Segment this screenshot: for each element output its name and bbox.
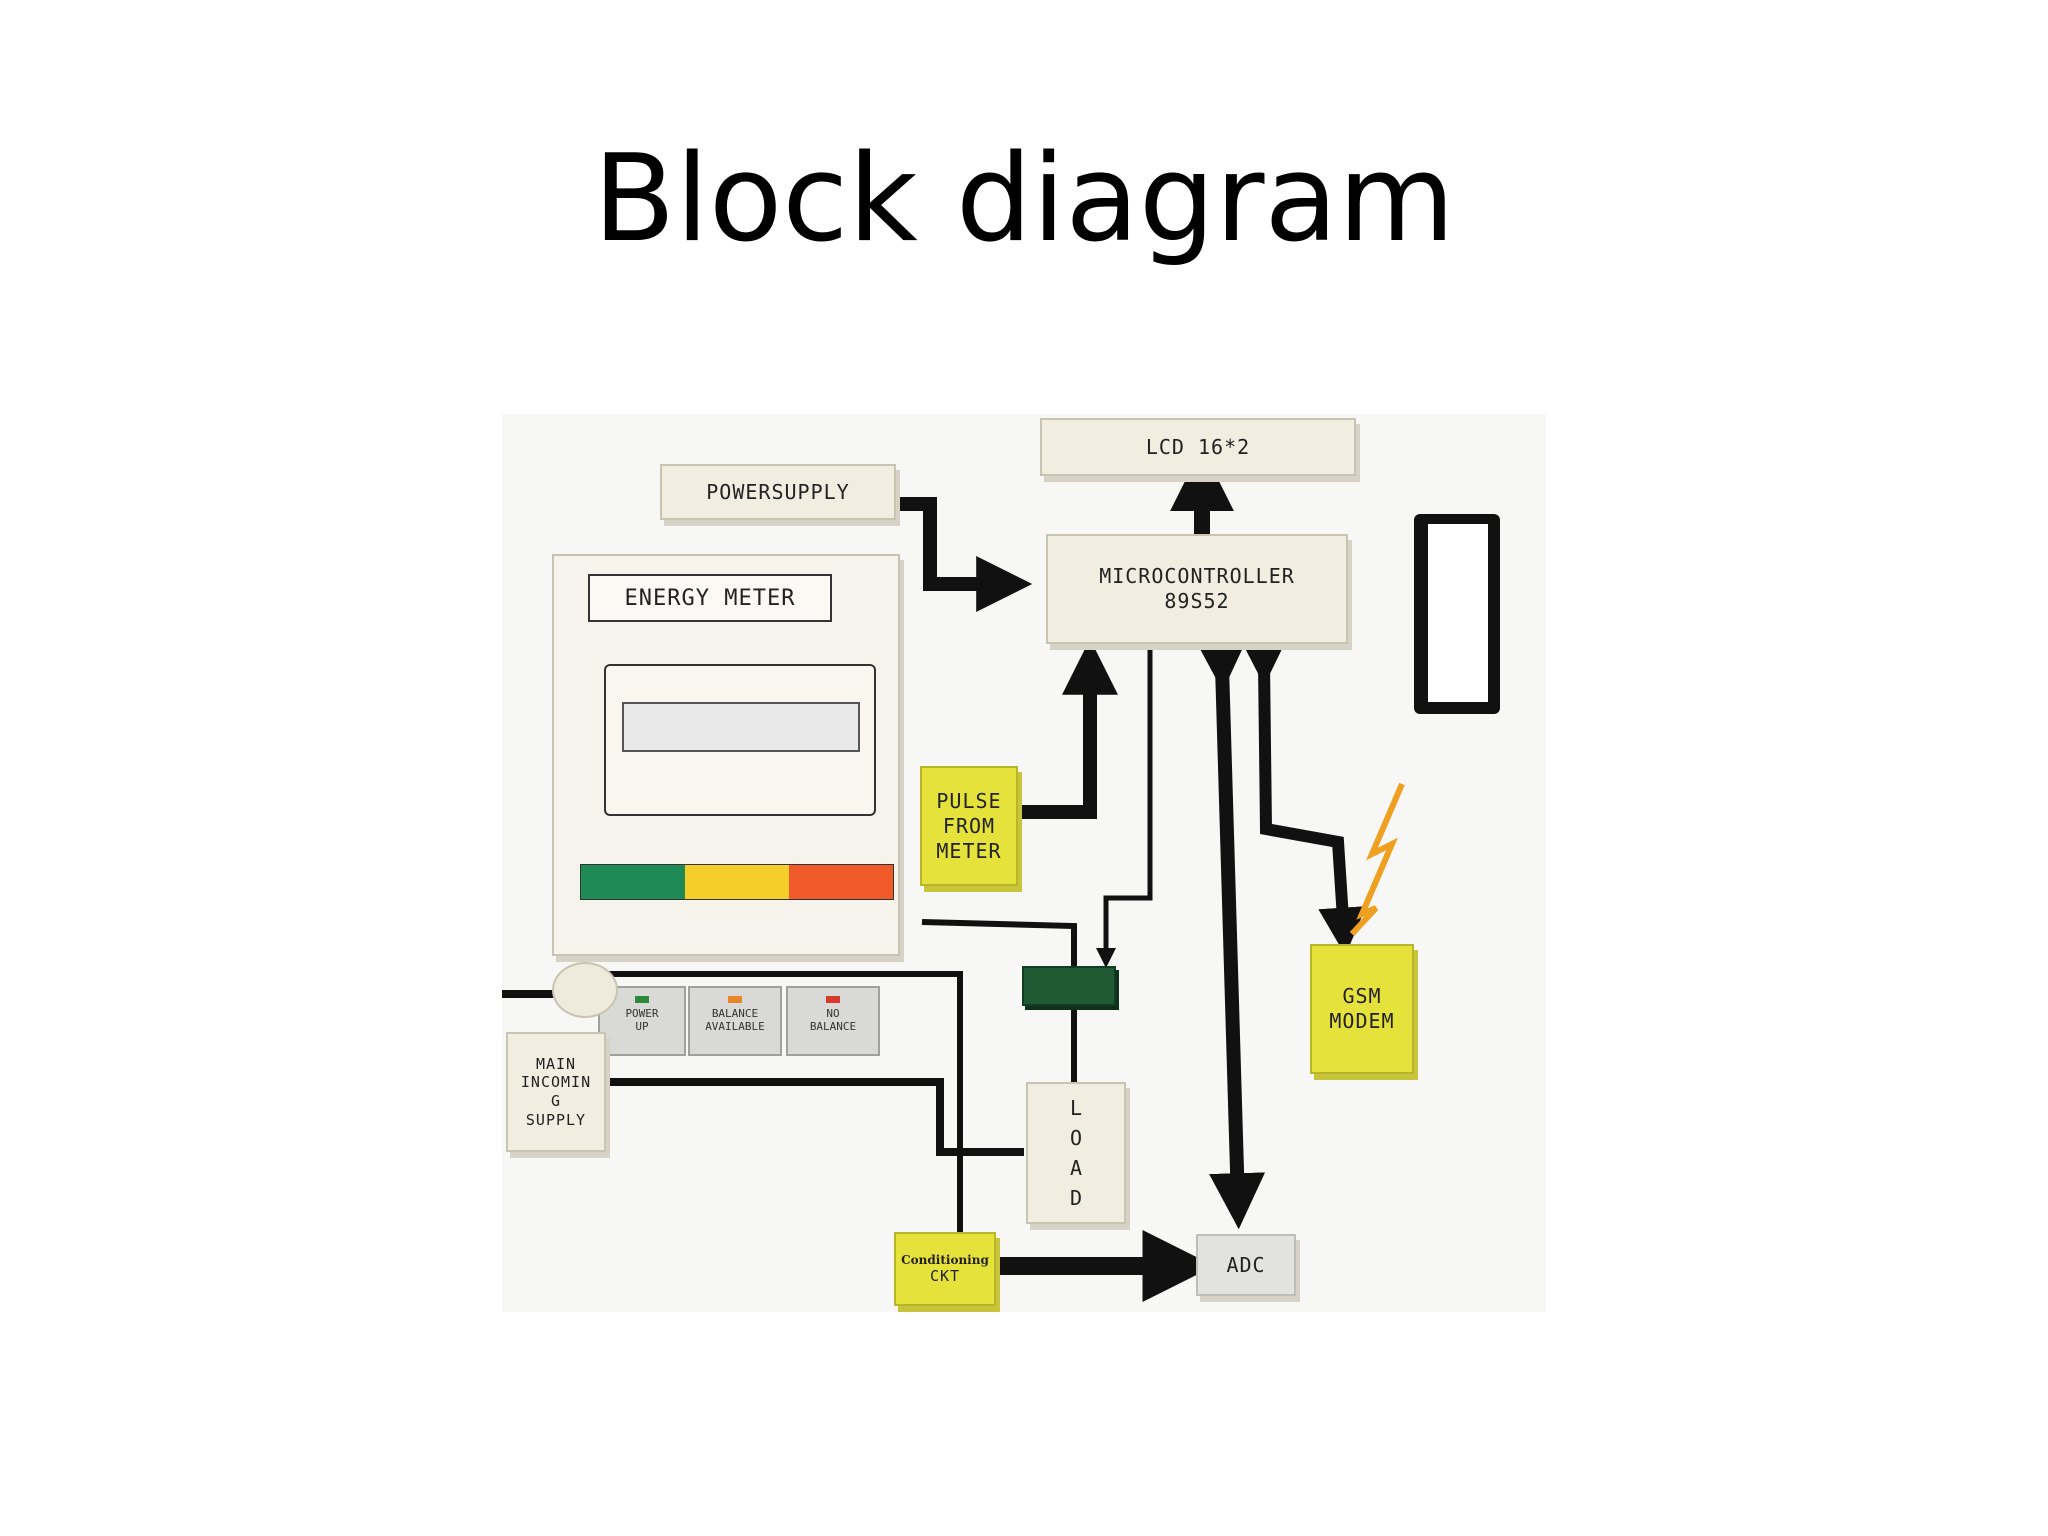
socket-icon [552, 962, 618, 1018]
energy-meter-block: ENERGY METER [552, 554, 900, 956]
load-letter-2: O [1069, 1126, 1083, 1150]
wire-meter-to-relay [921, 919, 1077, 970]
meter-color-bar [580, 864, 894, 900]
energy-meter-title: ENERGY METER [588, 574, 832, 622]
modem-label: MODEM [1329, 1009, 1395, 1033]
load-letter-1: L [1069, 1096, 1083, 1120]
sim-card-icon [1414, 514, 1500, 714]
indicator-no-balance: NO BALANCE [786, 986, 880, 1056]
main-supply-line2: INCOMIN [520, 1073, 592, 1092]
lcd-block: LCD 16*2 [1040, 418, 1356, 476]
meter-bar-green [581, 865, 685, 899]
pulse-label-3: METER [936, 838, 1002, 863]
indicator-label-line1: POWER [625, 1007, 659, 1020]
main-incoming-supply-block: MAIN INCOMIN G SUPPLY [506, 1032, 606, 1152]
meter-display [622, 702, 860, 752]
gsm-label: GSM [1342, 984, 1382, 1008]
indicator-label-line1: BALANCE [711, 1007, 759, 1020]
pulse-from-meter-block: PULSE FROM METER [920, 766, 1018, 886]
microcontroller-label: MICROCONTROLLER [1099, 564, 1295, 588]
antenna-spark [1349, 782, 1405, 937]
wire-adc-mcu [1193, 634, 1266, 1230]
block-diagram-board: LCD 16*2 POWERSUPPLY MICROCONTROLLER 89S… [502, 414, 1546, 1312]
meter-bar-red [789, 865, 893, 899]
pulse-label-2: FROM [942, 813, 996, 838]
led-icon [635, 996, 649, 1003]
indicator-label-line2: UP [635, 1020, 649, 1034]
slide-title: Block diagram [593, 130, 1455, 269]
adc-block: ADC [1196, 1234, 1296, 1296]
conditioning-ckt-block: Conditioning CKT [894, 1232, 996, 1306]
microcontroller-block: MICROCONTROLLER 89S52 [1046, 534, 1348, 644]
power-supply-block: POWERSUPPLY [660, 464, 896, 520]
meter-bar-yellow [685, 865, 789, 899]
led-icon [826, 996, 840, 1003]
main-supply-line3: G [550, 1092, 562, 1110]
main-supply-line1: MAIN [535, 1054, 577, 1073]
microcontroller-model: 89S52 [1164, 589, 1230, 613]
wire-mcu-to-relay [1096, 644, 1153, 968]
pulse-label-1: PULSE [936, 788, 1002, 813]
gsm-modem-block: GSM MODEM [1310, 944, 1414, 1074]
main-supply-line4: SUPPLY [525, 1110, 587, 1129]
wire-pulse-to-mcu [1022, 638, 1118, 819]
wires [502, 447, 1405, 1302]
load-letter-3: A [1069, 1156, 1083, 1180]
sim-card-paper [1428, 524, 1488, 702]
wire-gsm-mcu [1239, 637, 1367, 956]
load-letter-4: D [1069, 1186, 1083, 1210]
load-block: L O A D [1026, 1082, 1126, 1224]
indicator-label-line1: NO [826, 1007, 840, 1020]
led-icon [728, 996, 742, 1003]
wire-main-to-load [606, 1078, 1024, 1156]
conditioning-label: Conditioning [901, 1252, 989, 1267]
meter-display-frame [604, 664, 876, 816]
relay-block: RELAY [1022, 966, 1116, 1006]
indicator-balance-available: BALANCE AVAILABLE [688, 986, 782, 1056]
indicator-label-line2: AVAILABLE [705, 1020, 765, 1034]
indicator-label-line2: BALANCE [809, 1020, 857, 1034]
ckt-label: CKT [929, 1266, 961, 1285]
